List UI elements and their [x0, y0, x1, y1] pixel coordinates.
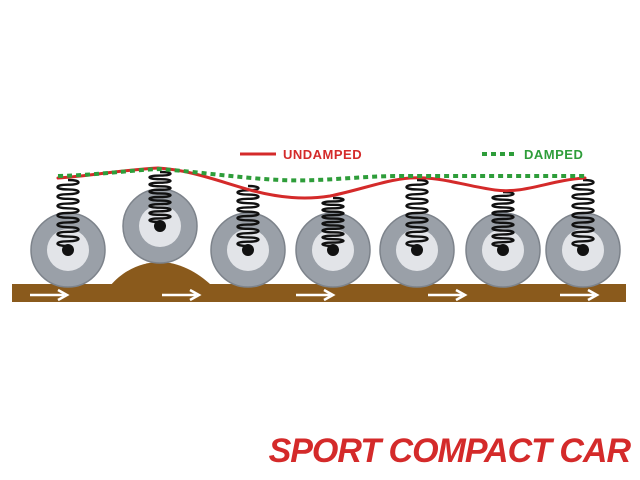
- spring: [321, 196, 345, 248]
- road-surface: [12, 284, 626, 302]
- wheel-assembly: [122, 170, 198, 264]
- wheel-assembly: [379, 178, 455, 288]
- legend: UNDAMPED DAMPED: [240, 147, 583, 162]
- spring: [56, 178, 80, 248]
- wheel-assembly: [465, 190, 541, 288]
- legend-undamped-label: UNDAMPED: [283, 147, 362, 162]
- road: [12, 262, 626, 302]
- arrow-head: [455, 288, 468, 302]
- spring: [148, 170, 172, 224]
- undamped-line: [56, 166, 587, 200]
- road-arrows: [30, 288, 600, 302]
- spring: [491, 190, 515, 248]
- damped-line: [57, 166, 585, 183]
- wheel-assembly: [295, 196, 371, 288]
- spring: [571, 178, 595, 248]
- spring: [405, 178, 429, 248]
- hub: [154, 220, 166, 232]
- wheel-assembly: [545, 178, 621, 288]
- arrow-head: [323, 288, 336, 302]
- arrow-head: [587, 288, 600, 302]
- hub: [577, 244, 589, 256]
- wheel-assembly: [30, 178, 106, 288]
- road-arrow-icon: [30, 288, 70, 302]
- hub: [327, 244, 339, 256]
- arrow-head: [57, 288, 70, 302]
- road-arrow-icon: [428, 288, 468, 302]
- hub: [62, 244, 74, 256]
- road-bump: [110, 262, 212, 286]
- hub: [497, 244, 509, 256]
- wheel-assembly: [210, 184, 286, 288]
- brand-logo: SPORT COMPACT CAR: [269, 432, 633, 470]
- spring: [236, 184, 260, 248]
- road-arrow-icon: [296, 288, 336, 302]
- wheels: [30, 170, 621, 288]
- road-arrow-icon: [560, 288, 600, 302]
- road-arrow-icon: [162, 288, 202, 302]
- hub: [242, 244, 254, 256]
- hub: [411, 244, 423, 256]
- legend-damped-label: DAMPED: [524, 147, 583, 162]
- brand-wordmark: SPORT COMPACT CAR: [269, 432, 632, 470]
- arrow-head: [189, 288, 202, 302]
